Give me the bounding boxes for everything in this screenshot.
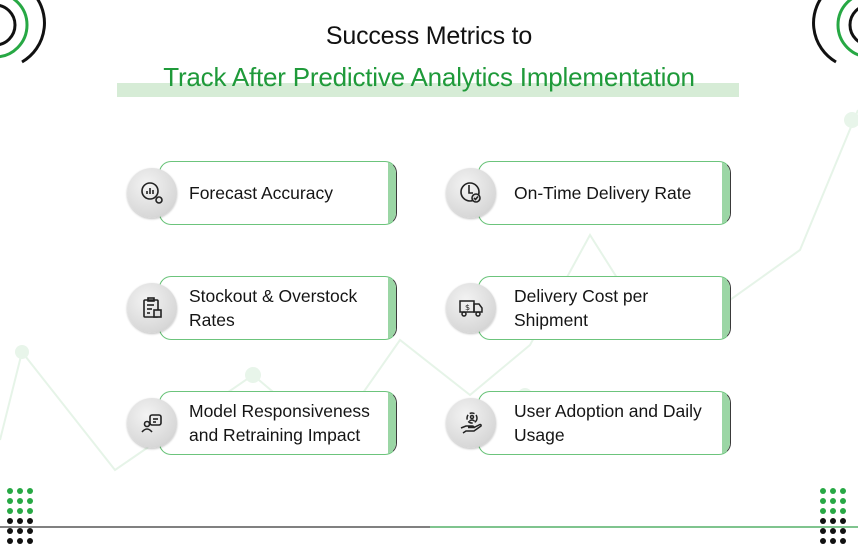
dot-grid-right [820,488,846,544]
dollar-truck-icon: $ [446,283,496,333]
svg-text:$: $ [465,303,470,312]
metric-label: Model Responsiveness and Retraining Impa… [189,401,370,445]
metric-card-on-time-delivery: On-Time Delivery Rate [446,161,731,225]
title-line-1: Success Metrics to [325,22,533,50]
clock-check-icon [446,168,496,218]
metric-label: User Adoption and Daily Usage [514,401,702,445]
clipboard-box-icon [127,283,177,333]
hand-user-cycle-icon [446,398,496,448]
metric-card-user-adoption: User Adoption and Daily Usage [446,391,731,455]
title-line-2: Track After Predictive Analytics Impleme… [163,62,695,92]
metric-label: Delivery Cost per Shipment [514,286,649,330]
metric-card-stockout-overstock: Stockout & Overstock Rates [127,276,397,340]
metric-label: Stockout & Overstock Rates [189,286,358,330]
metric-card-forecast-accuracy: Forecast Accuracy [127,161,397,225]
metric-card-model-responsiveness: Model Responsiveness and Retraining Impa… [127,391,397,455]
metric-label: Forecast Accuracy [189,183,333,203]
chart-magnifier-icon [127,168,177,218]
title-highlight-bar [117,83,739,97]
user-chat-icon [127,398,177,448]
metric-card-delivery-cost: $ Delivery Cost per Shipment [446,276,731,340]
metric-label: On-Time Delivery Rate [514,183,692,203]
dot-grid-left [7,488,33,544]
